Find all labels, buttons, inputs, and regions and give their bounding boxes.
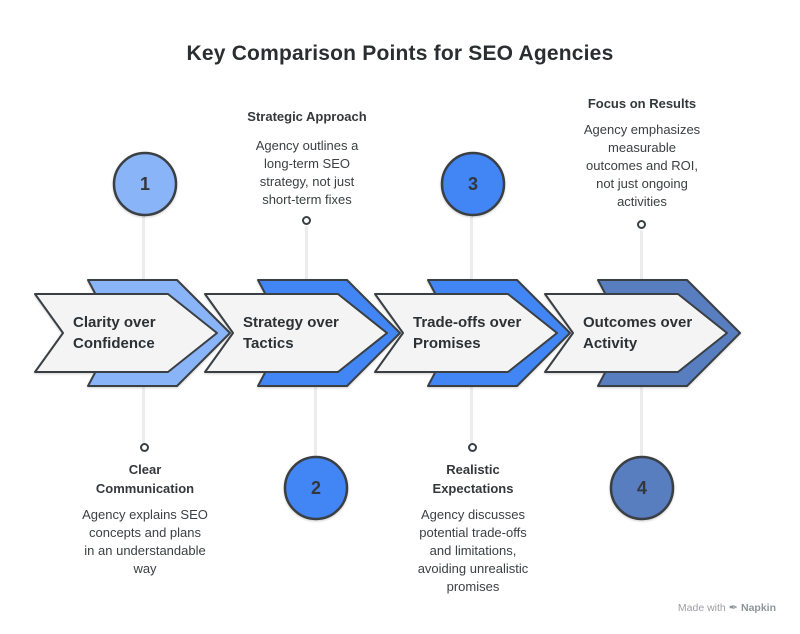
callout-description-2: Agency outlines a long-term SEO strategy… xyxy=(255,138,359,207)
pen-icon: ✒ xyxy=(728,602,738,614)
step-number: 1 xyxy=(139,173,150,194)
step-circle-3: 3 xyxy=(440,151,506,217)
connector-line xyxy=(314,380,317,456)
watermark-brand: Napkin xyxy=(740,601,776,614)
chevron-arrow-4 xyxy=(544,279,741,387)
connector-line xyxy=(142,215,145,290)
step-number: 3 xyxy=(467,173,478,194)
callout-description-3: Agency discusses potential trade-offs an… xyxy=(417,507,529,594)
watermark: Made with ✒ Napkin xyxy=(677,601,776,615)
step-number: 2 xyxy=(310,477,321,498)
callout-dot xyxy=(140,443,149,452)
circle-shape xyxy=(440,151,506,217)
watermark-prefix: Made with xyxy=(677,601,726,614)
callout-dot xyxy=(468,443,477,452)
callout-description-4: Agency emphasizes measurable outcomes an… xyxy=(583,122,701,209)
chevron-arrow-3 xyxy=(374,279,571,387)
connector-line xyxy=(640,380,643,456)
connector-line xyxy=(640,230,643,284)
callout-dot xyxy=(637,220,646,229)
callout-dot xyxy=(302,216,311,225)
chevron-label-3: Trade-offs over Promises xyxy=(413,314,522,352)
chevron-label-2: Strategy over Tactics xyxy=(243,314,339,352)
callout-heading-2: Strategic Approach xyxy=(247,109,367,124)
circle-shape xyxy=(609,455,675,521)
callout-heading-4: Focus on Results xyxy=(587,96,697,111)
connector-line xyxy=(142,380,145,444)
step-circle-4: 4 xyxy=(609,455,675,521)
chevron-arrow-1 xyxy=(34,279,231,387)
connector-line xyxy=(470,380,473,444)
callout-description-1: Agency explains SEO concepts and plans i… xyxy=(82,507,208,576)
page-title: Key Comparison Points for SEO Agencies xyxy=(186,42,614,65)
circle-shape xyxy=(283,455,349,521)
step-number: 4 xyxy=(636,477,647,498)
callout-heading-3: Realistic Expectations xyxy=(432,462,514,496)
step-circle-1: 1 xyxy=(112,151,178,217)
chevron-label-4: Outcomes over Activity xyxy=(583,314,693,352)
connector-line xyxy=(470,215,473,290)
chevron-label-1: Clarity over Confidence xyxy=(73,314,156,352)
chevron-arrow-2 xyxy=(204,279,401,387)
connector-line xyxy=(305,226,308,284)
callout-heading-1: Clear Communication xyxy=(95,462,195,496)
circle-shape xyxy=(112,151,178,217)
step-circle-2: 2 xyxy=(283,455,349,521)
